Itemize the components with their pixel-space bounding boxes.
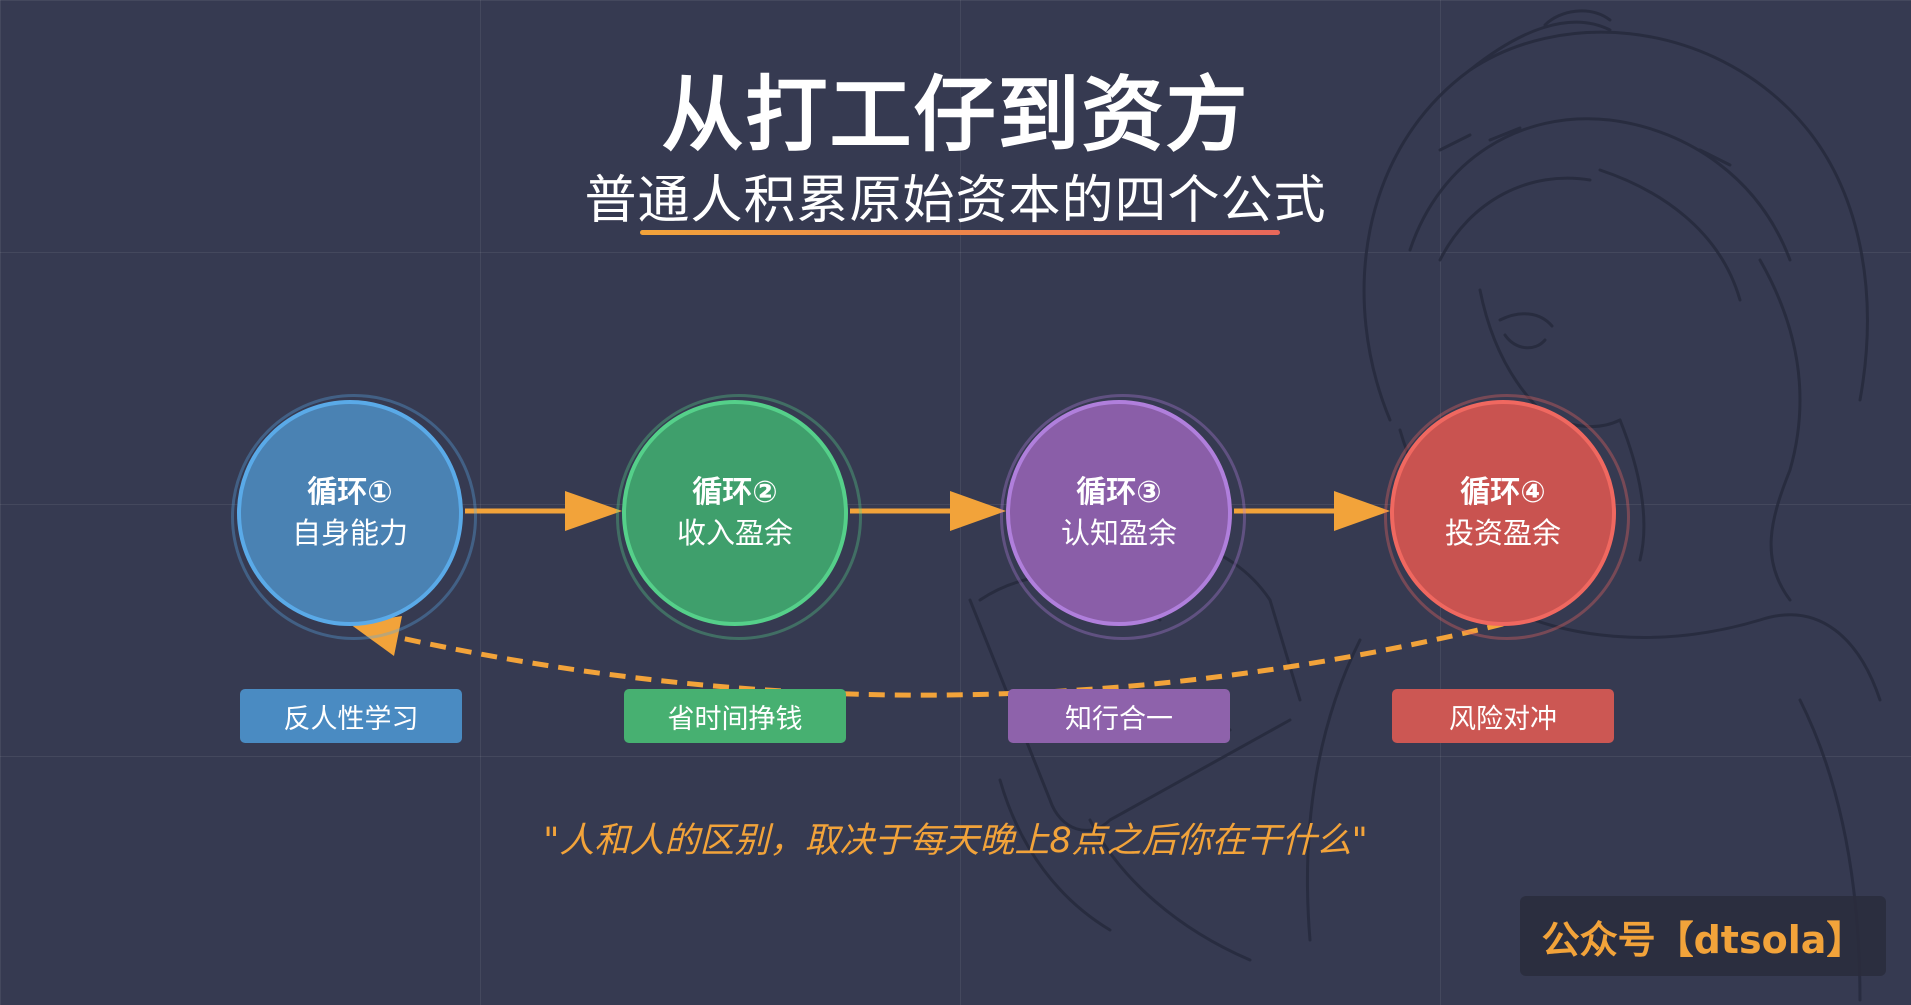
cycle-tag-3: 知行合一 (1008, 689, 1230, 743)
cycle-node-1-ring (231, 394, 477, 640)
cycle-tag-2: 省时间挣钱 (624, 689, 846, 743)
feedback-arrow-4-to-1 (350, 616, 1504, 698)
cycle-tag-1: 反人性学习 (240, 689, 462, 743)
forward-arrow-3-to-4 (1234, 491, 1390, 531)
cycle-node-3: 循环③ 认知盈余 (1000, 394, 1246, 640)
page-title: 从打工仔到资方 (661, 68, 1250, 163)
cycle-node-2: 循环② 收入盈余 (616, 394, 862, 640)
cycle-node-4: 循环④ 投资盈余 (1384, 394, 1630, 640)
cycle-tag-4: 风险对冲 (1392, 689, 1614, 743)
cycle-node-1: 循环① 自身能力 (231, 394, 477, 640)
page-subtitle: 普通人积累原始资本的四个公式 (584, 171, 1327, 231)
forward-arrow-2-to-3 (850, 491, 1006, 531)
cycle-node-4-ring (1384, 394, 1630, 640)
title-underline (640, 230, 1280, 235)
cycle-node-3-ring (1000, 394, 1246, 640)
cycle-node-2-ring (616, 394, 862, 640)
brand-badge: 公众号【dtsola】 (1520, 896, 1886, 976)
quote-text: "人和人的区别，取决于每天晚上8点之后你在干什么" (543, 821, 1368, 861)
forward-arrow-1-to-2 (465, 491, 622, 531)
